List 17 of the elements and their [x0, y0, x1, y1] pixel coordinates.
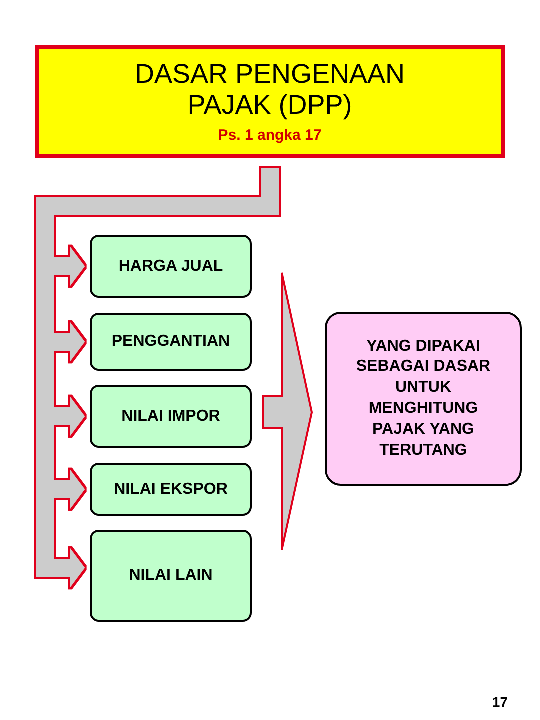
- title-box: [35, 45, 505, 158]
- block-arrow: [262, 272, 314, 551]
- node-label: NILAI IMPOR: [122, 406, 220, 426]
- node-label: HARGA JUAL: [118, 256, 224, 276]
- page-number: 17: [492, 694, 508, 710]
- node-label: NILAI LAIN: [129, 566, 213, 586]
- process-box: [90, 463, 252, 516]
- title: DASAR PENGENAAN PAJAK (DPP): [134, 58, 406, 122]
- node-label: PENGGANTIAN: [112, 332, 230, 352]
- node-label: NILAI EKSPOR: [114, 480, 228, 500]
- process-box: [90, 313, 252, 371]
- subtitle: Ps. 1 angka 17: [218, 127, 322, 144]
- process-box: [90, 530, 252, 622]
- process-box: [90, 385, 252, 448]
- result-box: [325, 312, 522, 486]
- process-box: [90, 235, 252, 298]
- node-label: YANG DIPAKAI SEBAGAI DASAR UNTUK MENGHITUNG PAJAK YANG TERUTANG: [355, 336, 492, 461]
